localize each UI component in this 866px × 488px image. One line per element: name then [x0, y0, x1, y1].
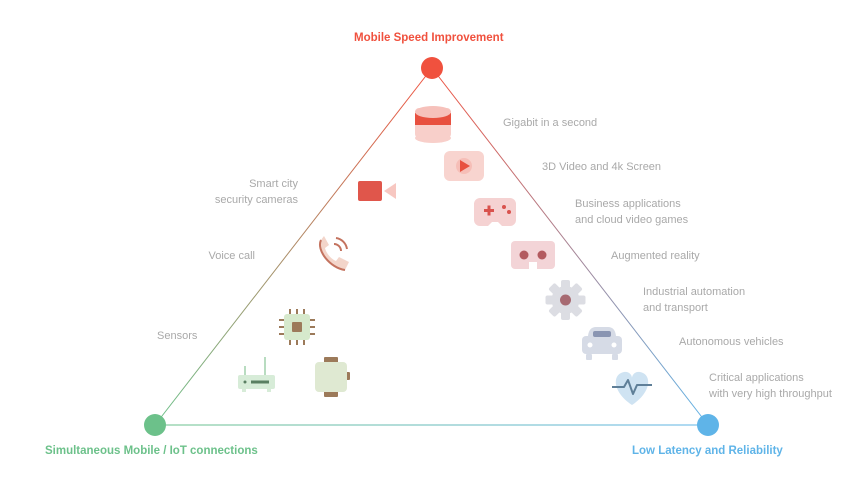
label-autonomous: Autonomous vehicles [679, 336, 784, 348]
router-icon [238, 357, 275, 392]
chip-icon [279, 309, 315, 345]
vertex-right [697, 414, 719, 436]
vr-headset-icon [511, 241, 555, 269]
video-camera-icon [358, 181, 396, 201]
label-sensors: Sensors [157, 330, 198, 342]
car-icon [582, 327, 622, 360]
gamepad-icon [474, 198, 516, 226]
label-3d-video: 3D Video and 4k Screen [542, 161, 662, 173]
vertex-left [144, 414, 166, 436]
phone-call-icon [318, 236, 349, 271]
gear-icon [545, 280, 586, 320]
heart-pulse-icon [612, 371, 652, 405]
corner-label-left: Simultaneous Mobile / IoT connections [45, 445, 258, 457]
database-icon [415, 106, 451, 143]
label-voice-call: Voice call [208, 250, 255, 262]
corner-label-right: Low Latency and Reliability [632, 445, 783, 457]
label-gigabit: Gigabit in a second [503, 117, 598, 129]
vertex-top [421, 57, 443, 79]
corner-label-top: Mobile Speed Improvement [354, 32, 504, 44]
play-video-icon [444, 151, 484, 181]
triangle-edge-right [431, 67, 709, 426]
smartwatch-icon [315, 357, 350, 397]
label-augmented-reality: Augmented reality [611, 250, 700, 262]
triangle-edge-left [154, 67, 433, 426]
